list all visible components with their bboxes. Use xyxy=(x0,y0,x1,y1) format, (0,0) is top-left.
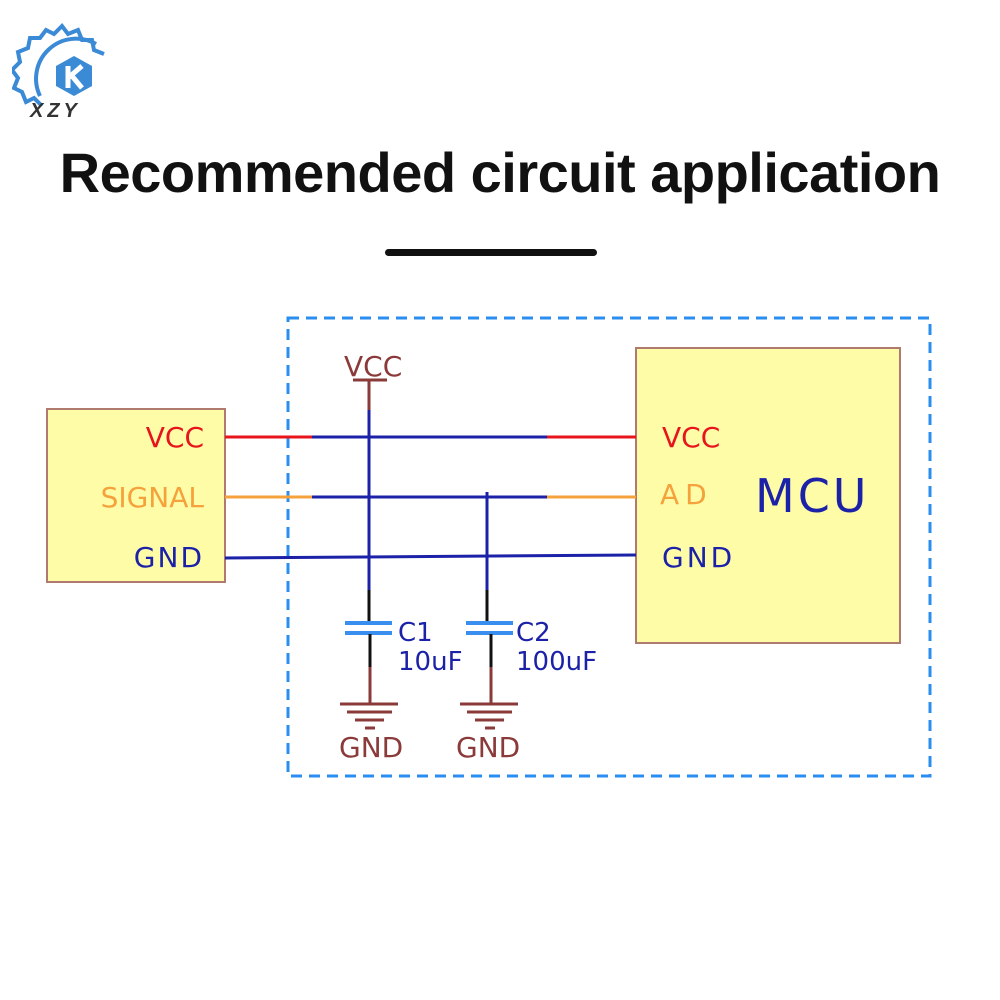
wire-gnd xyxy=(224,553,637,560)
c2-ground-icon xyxy=(460,702,518,730)
power-vcc-label: VCC xyxy=(344,350,402,383)
c1-value: 10uF xyxy=(398,647,463,677)
c2-gnd-label: GND xyxy=(456,731,520,764)
title-underline xyxy=(385,249,597,256)
page-title: Recommended circuit application xyxy=(59,141,941,204)
mcu-pin-gnd: GND xyxy=(662,541,735,574)
board-boundary xyxy=(286,316,932,778)
c1-ref: C1 xyxy=(398,618,433,648)
mcu-box xyxy=(635,347,901,644)
sensor-module-box xyxy=(46,408,226,583)
mcu-pin-vcc: VCC xyxy=(662,421,720,454)
brand-logo-icon xyxy=(12,22,105,108)
c2-ref: C2 xyxy=(516,618,551,648)
sensor-pin-vcc: VCC xyxy=(146,421,204,454)
c1-gnd-label: GND xyxy=(339,731,403,764)
mcu-pin-ad: AD xyxy=(660,478,713,511)
mcu-label: MCU xyxy=(755,469,869,523)
c2-value: 100uF xyxy=(516,647,597,677)
sensor-pin-signal: SIGNAL xyxy=(101,481,205,514)
sensor-pin-gnd: GND xyxy=(134,541,204,574)
brand-name: XZY xyxy=(30,100,81,122)
c1-ground-icon xyxy=(340,702,398,730)
